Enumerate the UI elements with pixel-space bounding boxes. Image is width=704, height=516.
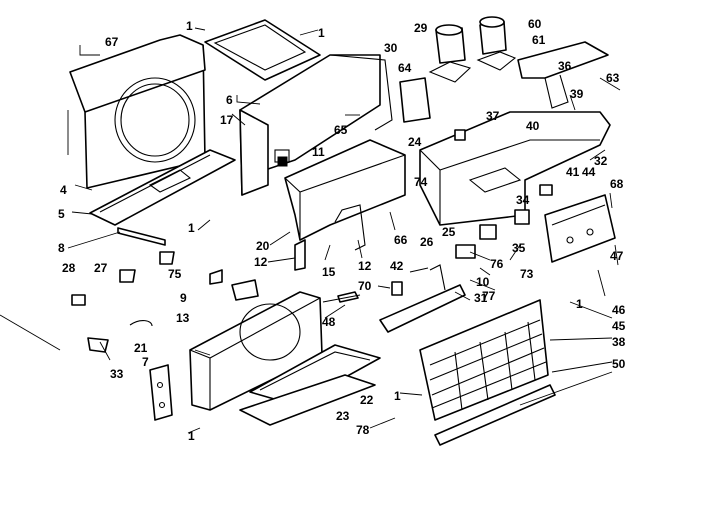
callout-61: 61 [532, 33, 546, 47]
capacitor-29 [428, 24, 472, 83]
callout-66: 66 [394, 233, 408, 247]
callout-76: 76 [490, 257, 504, 271]
callout-1-a: 1 [186, 19, 193, 33]
callout-1-c: 1 [188, 221, 195, 235]
callout-labels: 67 1 1 29 60 30 61 64 6 17 65 36 63 39 3… [58, 17, 626, 443]
callout-77: 77 [482, 289, 496, 303]
callout-25: 25 [442, 225, 456, 239]
callout-6: 6 [226, 93, 233, 107]
callout-47: 47 [610, 249, 624, 263]
callout-75: 75 [168, 267, 182, 281]
callout-30: 30 [384, 41, 398, 55]
callout-20: 20 [256, 239, 270, 253]
callout-12-a: 12 [254, 255, 268, 269]
bracket-10 [379, 264, 466, 333]
leader-lines [0, 27, 621, 434]
condenser-shroud [284, 139, 406, 271]
fan-shroud [69, 34, 206, 189]
callout-15: 15 [322, 265, 336, 279]
callout-42: 42 [390, 259, 404, 273]
callout-13: 13 [176, 311, 190, 325]
callout-74: 74 [414, 175, 428, 189]
callout-37: 37 [486, 109, 500, 123]
callout-32: 32 [594, 154, 608, 168]
cover-63 [517, 41, 609, 109]
capacitor-60 [476, 16, 517, 71]
callout-26: 26 [420, 235, 434, 249]
callout-1-e: 1 [394, 389, 401, 403]
callout-41: 41 [566, 165, 580, 179]
small-components [71, 129, 553, 353]
callout-27: 27 [94, 261, 108, 275]
callout-7: 7 [142, 355, 149, 369]
control-box [419, 111, 611, 226]
callout-45: 45 [612, 319, 626, 333]
callout-28: 28 [62, 261, 76, 275]
callout-4: 4 [60, 183, 67, 197]
callout-35: 35 [512, 241, 526, 255]
hinge-7 [149, 364, 173, 421]
tray [239, 374, 376, 426]
callout-44: 44 [582, 165, 596, 179]
callout-68: 68 [610, 177, 624, 191]
callout-50: 50 [612, 357, 626, 371]
callout-67: 67 [105, 35, 119, 49]
callout-46: 46 [612, 303, 626, 317]
top-plate [204, 19, 321, 81]
callout-1-b: 1 [318, 26, 325, 40]
callout-12-b: 12 [358, 259, 372, 273]
callout-29: 29 [414, 21, 428, 35]
callout-11: 11 [312, 145, 325, 159]
callout-10: 10 [476, 275, 490, 289]
callout-70: 70 [358, 279, 372, 293]
callout-24: 24 [408, 135, 422, 149]
callout-39: 39 [570, 87, 584, 101]
callout-64: 64 [398, 61, 412, 75]
callout-38: 38 [612, 335, 626, 349]
callout-5: 5 [58, 207, 65, 221]
callout-48: 48 [322, 315, 336, 329]
callout-73: 73 [520, 267, 534, 281]
callout-40: 40 [526, 119, 540, 133]
callout-65: 65 [334, 123, 348, 137]
panel-64 [399, 77, 431, 123]
callout-63: 63 [606, 71, 620, 85]
callout-9: 9 [180, 291, 187, 305]
callout-17: 17 [220, 113, 234, 127]
callout-36: 36 [558, 59, 572, 73]
callout-78: 78 [356, 423, 370, 437]
callout-34: 34 [516, 193, 530, 207]
callout-33: 33 [110, 367, 124, 381]
callout-22: 22 [360, 393, 374, 407]
callout-8: 8 [58, 241, 65, 255]
partition-wall [239, 54, 393, 196]
base-rail [89, 149, 236, 246]
callout-21: 21 [134, 341, 148, 355]
callout-60: 60 [528, 17, 542, 31]
condenser-coil [419, 299, 556, 446]
callout-23: 23 [336, 409, 350, 423]
callout-1-d: 1 [576, 297, 583, 311]
callout-31: 31 [474, 291, 488, 305]
control-panel [544, 194, 616, 263]
callout-1-f: 1 [188, 429, 195, 443]
